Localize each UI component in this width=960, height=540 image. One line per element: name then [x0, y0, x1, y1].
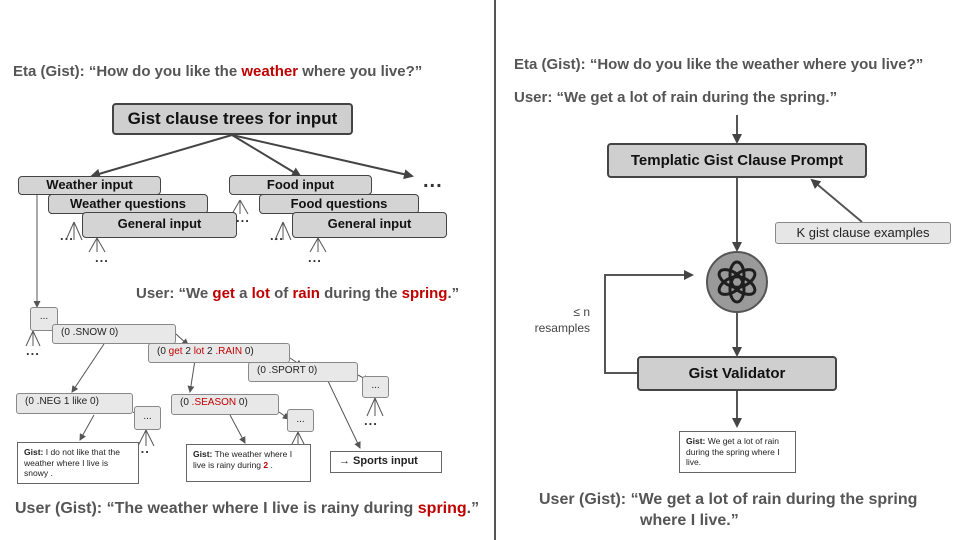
user-quote-part-1: get	[212, 285, 235, 302]
sports-input-leaf: → Sports input	[330, 451, 442, 473]
pattern-sport-more: ...	[362, 376, 389, 398]
ellipsis-food-2: ...	[270, 228, 284, 243]
resample-label: ≤ n resamples	[534, 305, 590, 335]
rain-pattern-part-5: .RAIN	[215, 346, 243, 357]
more-trees-ellipsis: ...	[423, 170, 443, 192]
user-quote-part-5: rain	[292, 285, 320, 302]
rain-pattern-part-1: get	[168, 346, 183, 357]
food-questions-box: Food questions	[259, 194, 419, 214]
rain-pattern-part-2: 2	[182, 346, 194, 357]
weather-input-box: Weather input	[18, 176, 161, 195]
final-user-gist-line2: where I live.”	[640, 512, 739, 529]
user-input-quote: User: “We get a lot of rain during the s…	[136, 285, 459, 302]
user-quote-part-6: during the	[319, 285, 402, 302]
rain-pattern-part-4: 2	[204, 346, 216, 357]
pattern-rain: (0 get 2 lot 2 .RAIN 0)	[148, 343, 290, 363]
rain-pattern-part-3: lot	[193, 346, 205, 357]
pattern-snow: (0 .SNOW 0)	[52, 324, 176, 344]
ellipsis-neg: ...	[136, 441, 150, 456]
user-quote-part-4: of	[269, 285, 293, 302]
gist-leaf-snowy: Gist: I do not like that the weather whe…	[17, 442, 139, 484]
eta-highlight-weather: weather	[241, 63, 299, 80]
rain-pattern-part-6: 0)	[242, 346, 254, 357]
pattern-season-more: ...	[287, 409, 314, 432]
final-user-gist-line1: User (Gist): “We get a lot of rain durin…	[539, 491, 918, 508]
user-quote-part-2: a	[234, 285, 252, 302]
templatic-gist-clause-prompt-box: Templatic Gist Clause Prompt	[607, 143, 867, 178]
user-quote-part-0: User: “We	[136, 285, 213, 302]
ellipsis-root: ...	[26, 343, 40, 358]
season-pattern-part-2: 0)	[236, 397, 248, 408]
pattern-neg-like: (0 .NEG 1 like 0)	[16, 393, 133, 414]
user-quote-part-7: spring	[401, 285, 448, 302]
season-pattern-part-1: .SEASON	[191, 397, 237, 408]
ellipsis-weather-1: ...	[60, 228, 74, 243]
season-pattern-part-0: (0	[180, 397, 192, 408]
gist-output-leaf: Gist: We get a lot of rain during the sp…	[679, 431, 796, 473]
ellipsis-food-1: ...	[236, 210, 250, 225]
user-gist-output: User (Gist): “The weather where I live i…	[15, 500, 480, 517]
gist-leaf-rainy: Gist: The weather where I live is rainy …	[186, 444, 311, 482]
openai-logo-icon	[706, 251, 768, 313]
right-user-input: User: “We get a lot of rain during the s…	[514, 89, 838, 106]
user-gist-highlight-spring: spring	[417, 500, 467, 517]
weather-questions-box: Weather questions	[48, 194, 208, 214]
pattern-sport: (0 .SPORT 0)	[248, 362, 358, 382]
k-gist-clause-examples-box: K gist clause examples	[775, 222, 951, 244]
weather-general-input-box: General input	[82, 212, 237, 238]
ellipsis-sport: ...	[364, 413, 378, 428]
eta-question: Eta (Gist): “How do you like the weather…	[13, 63, 423, 80]
food-general-input-box: General input	[292, 212, 447, 238]
gist-tree-title-box: Gist clause trees for input	[112, 103, 353, 135]
ellipsis-food-3: ...	[308, 250, 322, 265]
gist-validator-box: Gist Validator	[637, 356, 837, 391]
food-input-box: Food input	[229, 175, 372, 195]
user-quote-part-8: .”	[447, 285, 460, 302]
ellipsis-weather-2: ...	[95, 250, 109, 265]
user-quote-part-3: lot	[251, 285, 270, 302]
pattern-season: (0 .SEASON 0)	[171, 394, 279, 415]
right-eta-question: Eta (Gist): “How do you like the weather…	[514, 56, 924, 73]
rain-pattern-part-0: (0	[157, 346, 169, 357]
pattern-neg-more: ...	[134, 406, 161, 430]
